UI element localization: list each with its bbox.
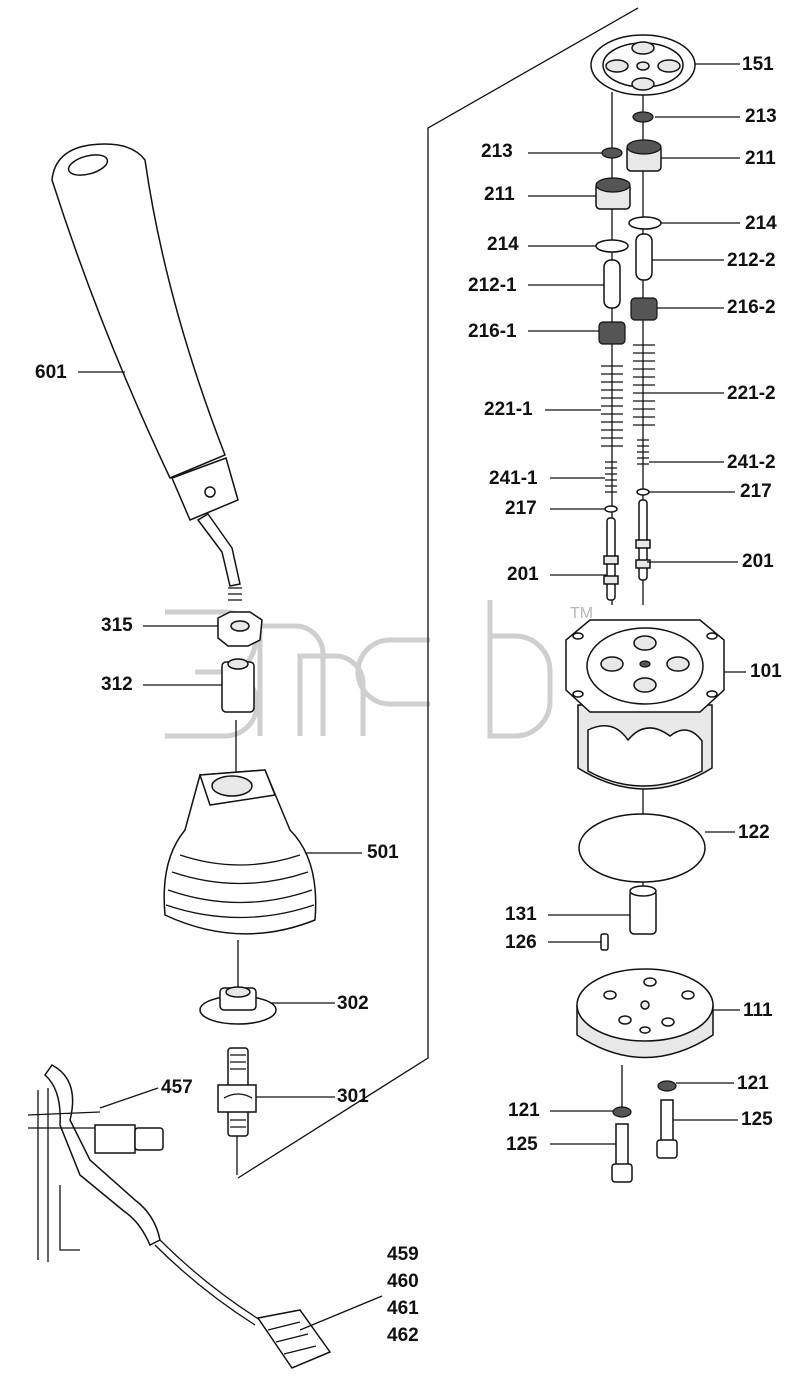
label-212-2: 212-2 bbox=[727, 250, 776, 271]
label-301: 301 bbox=[337, 1086, 369, 1107]
label-216-1: 216-1 bbox=[468, 321, 517, 342]
label-126: 126 bbox=[505, 932, 537, 953]
part-302-plate bbox=[199, 986, 277, 1025]
label-211-right: 211 bbox=[745, 148, 776, 169]
label-601: 601 bbox=[35, 362, 67, 383]
part-315-nut bbox=[217, 611, 263, 647]
assembly-outline bbox=[237, 7, 639, 1179]
part-312-coupling bbox=[221, 658, 255, 713]
label-121-left: 121 bbox=[508, 1100, 540, 1121]
label-460: 460 bbox=[387, 1271, 419, 1292]
label-217-left: 217 bbox=[505, 498, 537, 519]
part-213-washer-left bbox=[601, 147, 623, 159]
part-214-ring-left bbox=[595, 239, 629, 253]
part-459-462-harness bbox=[154, 1239, 332, 1369]
part-216-2-nut bbox=[630, 297, 658, 321]
label-461: 461 bbox=[387, 1298, 419, 1319]
label-213-left: 213 bbox=[481, 141, 513, 162]
part-125-bolt-right bbox=[656, 1099, 678, 1159]
part-211-bush-left bbox=[595, 177, 631, 210]
label-302: 302 bbox=[337, 993, 369, 1014]
part-212-2-pusher bbox=[635, 233, 653, 281]
label-122: 122 bbox=[738, 822, 770, 843]
part-201-spool-left bbox=[603, 517, 619, 601]
label-241-2: 241-2 bbox=[727, 452, 776, 473]
label-212-1: 212-1 bbox=[468, 275, 517, 296]
part-241-1-spring bbox=[605, 461, 617, 493]
label-151: 151 bbox=[742, 54, 774, 75]
label-501: 501 bbox=[367, 842, 399, 863]
part-217-washer-left bbox=[604, 505, 618, 513]
label-111: 111 bbox=[743, 1000, 773, 1021]
part-301-stud bbox=[217, 1047, 257, 1137]
label-216-2: 216-2 bbox=[727, 297, 776, 318]
label-459: 459 bbox=[387, 1244, 419, 1265]
label-312: 312 bbox=[101, 674, 133, 695]
label-221-2: 221-2 bbox=[727, 383, 776, 404]
label-101: 101 bbox=[750, 661, 782, 682]
part-221-2-spring bbox=[633, 344, 655, 426]
label-211-left: 211 bbox=[484, 184, 515, 205]
part-457-bracket bbox=[27, 1064, 164, 1262]
part-217-washer-right bbox=[636, 488, 650, 496]
part-601-grip bbox=[51, 143, 242, 601]
part-216-1-nut bbox=[598, 321, 626, 345]
label-221-1: 221-1 bbox=[484, 399, 533, 420]
label-315: 315 bbox=[101, 615, 133, 636]
part-126-pin bbox=[600, 933, 609, 951]
part-211-bush-right bbox=[626, 139, 662, 172]
label-213-right: 213 bbox=[745, 106, 777, 127]
label-201-right: 201 bbox=[742, 551, 774, 572]
label-121-right: 121 bbox=[737, 1073, 769, 1094]
watermark-trademark: TM bbox=[570, 605, 593, 622]
part-221-1-spring bbox=[601, 365, 623, 447]
part-214-ring-right bbox=[628, 216, 662, 230]
part-213-washer-right bbox=[632, 111, 654, 123]
part-131-bush bbox=[629, 885, 657, 935]
label-125-right: 125 bbox=[741, 1109, 773, 1130]
label-214-right: 214 bbox=[745, 213, 777, 234]
label-217-right: 217 bbox=[740, 481, 772, 502]
part-111-plate bbox=[576, 968, 714, 1059]
part-212-1-pusher bbox=[603, 259, 621, 309]
part-121-washer-right bbox=[657, 1080, 677, 1092]
label-214-left: 214 bbox=[487, 234, 519, 255]
part-151-plate bbox=[590, 34, 696, 96]
part-501-boot bbox=[163, 769, 317, 935]
part-122-o-ring bbox=[578, 813, 706, 883]
part-125-bolt-left bbox=[611, 1123, 633, 1183]
label-457: 457 bbox=[161, 1077, 193, 1098]
label-462: 462 bbox=[387, 1325, 419, 1346]
label-125-left: 125 bbox=[506, 1134, 538, 1155]
label-131: 131 bbox=[505, 904, 537, 925]
leader-lines bbox=[78, 63, 746, 1331]
label-241-1: 241-1 bbox=[489, 468, 538, 489]
label-201-left: 201 bbox=[507, 564, 539, 585]
part-201-spool-right bbox=[635, 499, 651, 581]
part-121-washer-left bbox=[612, 1106, 632, 1118]
part-101-body bbox=[565, 619, 725, 790]
part-241-2-spring bbox=[637, 439, 649, 465]
